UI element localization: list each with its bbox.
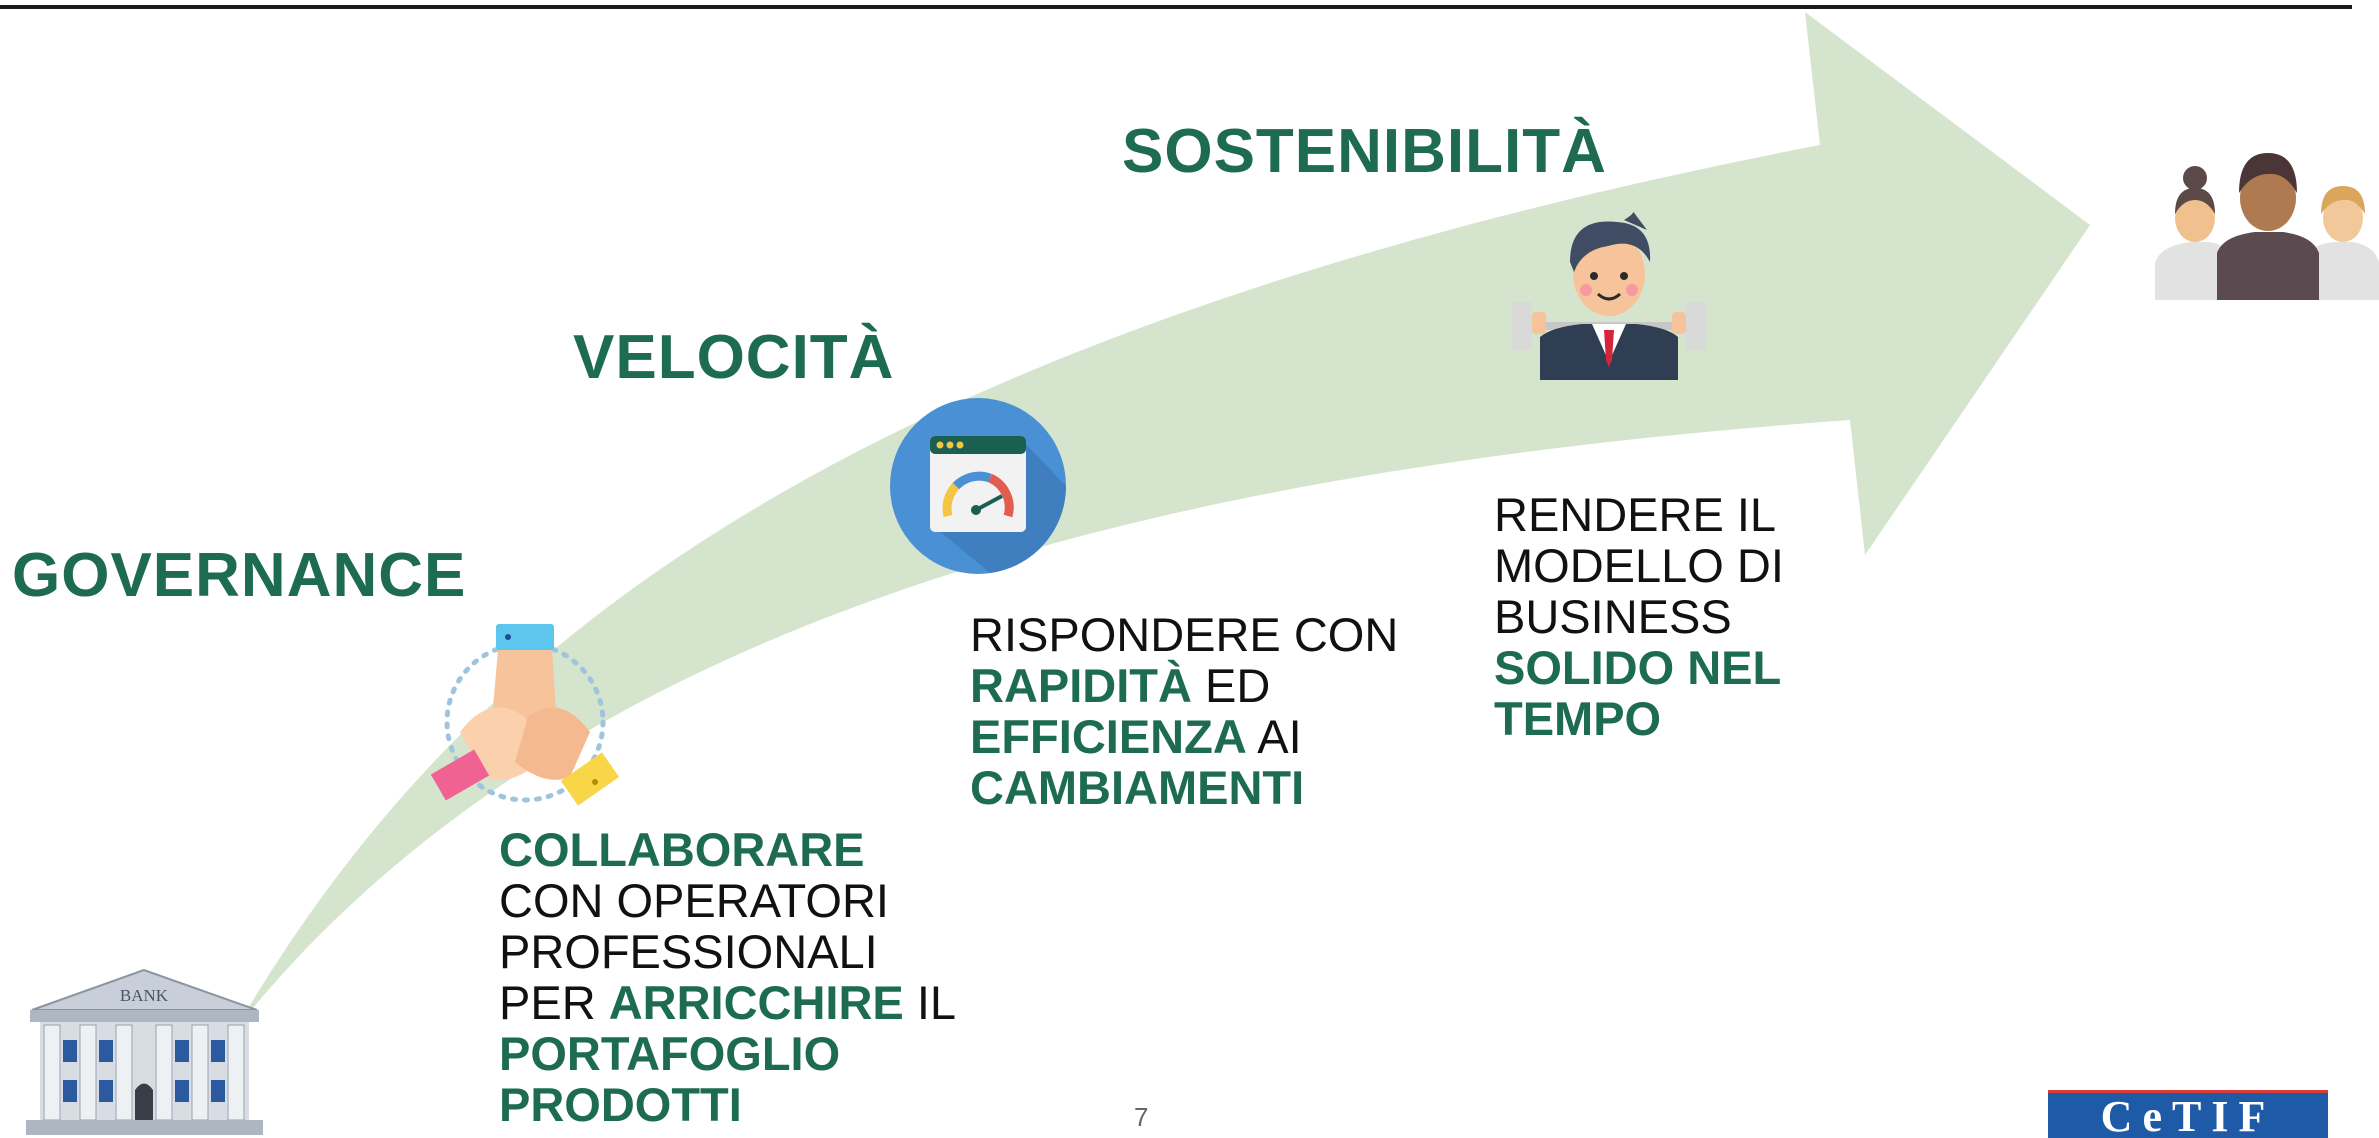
heading-velocita: VELOCITÀ xyxy=(573,323,895,392)
highlight-text: CAMBIAMENTI xyxy=(970,761,1305,814)
desc-line: PER ARRICCHIRE IL xyxy=(499,977,956,1028)
desc-line: BUSINESS xyxy=(1494,591,1784,642)
highlight-text: EFFICIENZA xyxy=(970,710,1247,763)
desc-line: TEMPO xyxy=(1494,693,1784,744)
cetif-logo: CeTIF xyxy=(2048,1090,2328,1138)
plain-text: ED xyxy=(1191,659,1271,712)
highlight-text: RAPIDITÀ xyxy=(970,659,1192,712)
hands-teamwork-icon xyxy=(430,624,620,806)
desc-line: RAPIDITÀ ED xyxy=(970,660,1398,711)
plain-text: PROFESSIONALI xyxy=(499,925,878,978)
desc-line: CAMBIAMENTI xyxy=(970,762,1398,813)
desc-line: PROFESSIONALI xyxy=(499,926,956,977)
desc-line: RISPONDERE CON xyxy=(970,609,1398,660)
people-group-icon xyxy=(2155,153,2379,300)
page-number: 7 xyxy=(1134,1102,1149,1132)
highlight-text: TEMPO xyxy=(1494,692,1662,745)
desc-line: CON OPERATORI xyxy=(499,875,956,926)
plain-text: PER xyxy=(499,976,609,1029)
heading-sostenibilita: SOSTENIBILITÀ xyxy=(1122,117,1607,186)
plain-text: BUSINESS xyxy=(1494,590,1732,643)
bank-sign: BANK xyxy=(120,986,169,1005)
plain-text: IL xyxy=(903,976,957,1029)
desc-line: SOLIDO NEL xyxy=(1494,642,1784,693)
highlight-text: COLLABORARE xyxy=(499,823,865,876)
plain-text: AI xyxy=(1246,710,1302,763)
desc-line: MODELLO DI xyxy=(1494,540,1784,591)
highlight-text: PORTAFOGLIO xyxy=(499,1027,841,1080)
highlight-text: ARRICCHIRE xyxy=(608,976,904,1029)
desc-line: EFFICIENZA AI xyxy=(970,711,1398,762)
desc-line: PRODOTTI xyxy=(499,1079,956,1130)
plain-text: RENDERE IL xyxy=(1494,488,1777,541)
businessman-lifting-icon xyxy=(1512,212,1706,380)
desc-line: PORTAFOGLIO xyxy=(499,1028,956,1079)
speedometer-icon xyxy=(890,398,1066,574)
plain-text: MODELLO DI xyxy=(1494,539,1784,592)
plain-text: RISPONDERE CON xyxy=(970,608,1399,661)
desc-line: COLLABORARE xyxy=(499,824,956,875)
bank-icon: BANK xyxy=(26,968,263,1135)
highlight-text: PRODOTTI xyxy=(499,1078,742,1131)
plain-text: CON OPERATORI xyxy=(499,874,889,927)
heading-governance: GOVERNANCE xyxy=(12,541,467,610)
desc-line: RENDERE IL xyxy=(1494,489,1784,540)
highlight-text: SOLIDO NEL xyxy=(1494,641,1782,694)
top-rule xyxy=(0,5,2352,9)
